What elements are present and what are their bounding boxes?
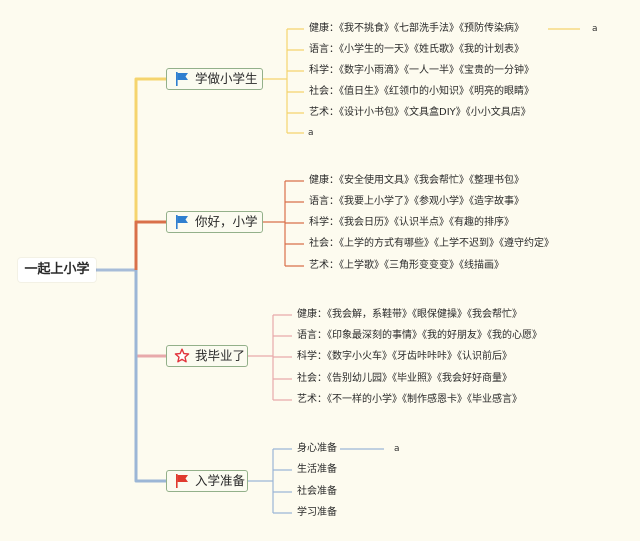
link-branch-4 [134,270,166,483]
leaf-item[interactable]: 社会：《告别幼儿园》《毕业照》《我会好好商量》 [297,373,512,384]
blue-flag-icon [174,71,190,87]
leaf-item[interactable]: 科学：《数字小雨滴》《一人一半》《宝贵的一分钟》 [309,65,534,76]
leaf-item[interactable]: 健康：《安全使用文具》《我会帮忙》《整理书包》 [309,175,524,186]
leaf-item[interactable]: 社会：《上学的方式有哪些》《上学不迟到》《遵守约定》 [309,238,554,249]
leaf-item[interactable]: 艺术：《设计小书包》《文具盒DIY》《小小文具店》 [309,107,531,118]
leaf-item[interactable]: 社会：《值日生》《红领巾的小知识》《明亮的眼睛》 [309,86,534,97]
red-flag-icon [174,473,190,489]
branch-topic-3[interactable]: 我毕业了 [166,345,248,367]
branch-label: 入学准备 [195,473,246,488]
leaf-links-1 [263,28,580,134]
branch-topic-4[interactable]: 入学准备 [166,470,248,492]
leaf-item[interactable]: 健康：《我会解，系鞋带》《眼保健操》《我会帮忙》 [297,309,522,320]
leaf-item[interactable]: 身心准备 [297,443,337,454]
leaf-links-4 [248,448,384,514]
leaf-item[interactable]: 生活准备 [297,464,337,475]
leaf-item[interactable]: 艺术：《上学歌》《三角形变变变》《线描画》 [309,260,504,271]
stray-mark: a [592,24,598,34]
leaf-item[interactable]: 艺术：《不一样的小学》《制作感恩卡》《毕业感言》 [297,394,522,405]
leaf-links-2 [263,180,304,267]
leaf-item[interactable]: 语言：《小学生的一天》《姓氏歌》《我的计划表》 [309,44,524,55]
stray-mark: a [394,444,400,454]
red-star-icon [174,348,190,364]
link-branch-3 [134,270,166,358]
branch-topic-2[interactable]: 你好，小学 [166,211,263,233]
leaf-item[interactable]: 科学：《我会日历》《认识半点》《有趣的排序》 [309,217,514,228]
leaf-item[interactable]: 健康：《我不挑食》《七部洗手法》《预防传染病》 [309,23,524,34]
link-branch-1 [134,77,166,270]
blue-flag-icon [174,214,190,230]
leaf-item[interactable]: 语言：《我要上小学了》《参观小学》《造字故事》 [309,196,524,207]
leaf-item[interactable]: 科学：《数字小火车》《牙齿咔咔咔》《认识前后》 [297,351,512,362]
branch-topic-1[interactable]: 学做小学生 [166,68,263,90]
leaf-item[interactable]: 社会准备 [297,486,337,497]
branch-label: 学做小学生 [195,71,258,86]
stray-mark: a [308,128,314,138]
leaf-item[interactable]: 学习准备 [297,507,337,518]
branch-label: 我毕业了 [195,348,246,363]
leaf-links-3 [248,314,292,401]
root-topic[interactable]: 一起上小学 [18,258,96,282]
branch-label: 你好，小学 [195,214,258,229]
link-branch-2 [134,220,166,270]
leaf-item[interactable]: 语言：《印象最深刻的事情》《我的好朋友》《我的心愿》 [297,330,542,341]
